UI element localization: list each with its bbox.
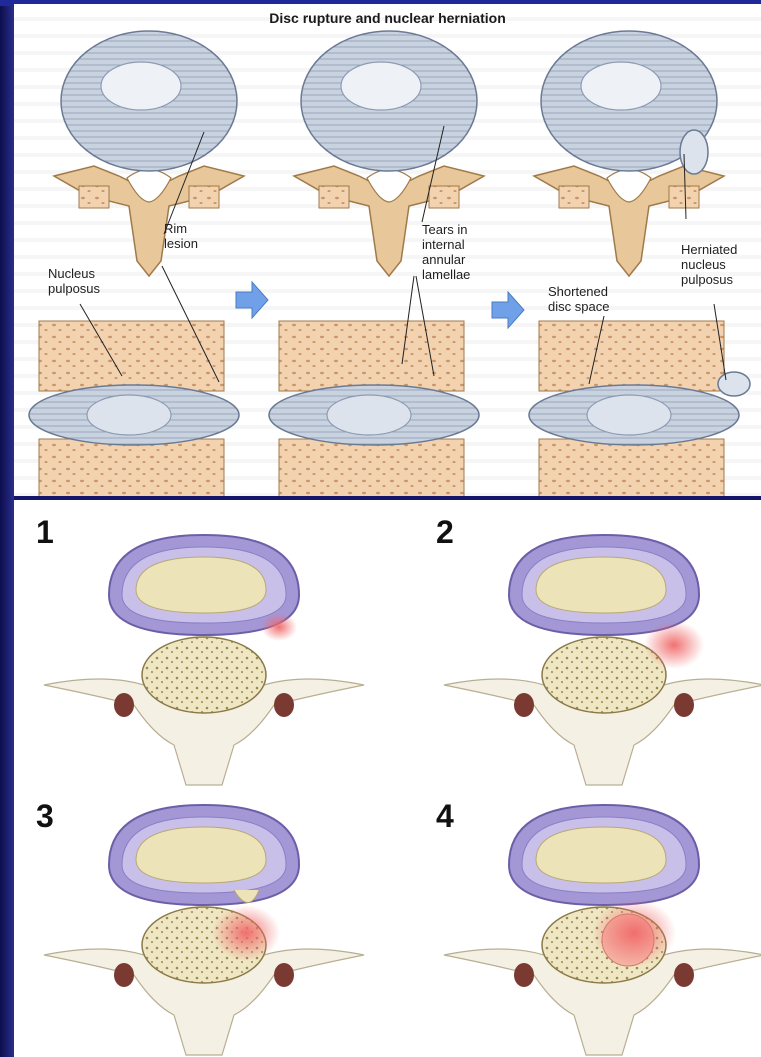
textbook-figure-panel: Disc rupture and nuclear herniation Rim … bbox=[14, 4, 761, 496]
vertebra-healthy-top bbox=[53, 30, 245, 277]
herniation-stages-panel: 1 2 3 4 bbox=[14, 500, 761, 1057]
stage-number-2: 2 bbox=[436, 514, 454, 550]
herniation-bulge-top bbox=[679, 129, 709, 175]
label-leader-lines bbox=[79, 125, 727, 385]
disc-tears-side bbox=[268, 320, 480, 496]
progression-arrow-2 bbox=[491, 291, 525, 329]
label-herniated-nucleus-pulposus: Herniated nucleus pulposus bbox=[681, 242, 738, 287]
stage-number-3: 3 bbox=[36, 798, 54, 834]
label-tears-annular-lamellae: Tears in internal annular lamellae bbox=[422, 222, 471, 282]
disc-rupture-illustration bbox=[28, 30, 751, 496]
label-rim-lesion: Rim lesion bbox=[164, 221, 198, 251]
stage-3-illustration bbox=[43, 804, 365, 1056]
progression-arrow-1 bbox=[235, 281, 269, 319]
slide-frame-top bbox=[0, 0, 761, 6]
stage-2-illustration bbox=[443, 534, 761, 786]
label-nucleus-pulposus: Nucleus pulposus bbox=[48, 266, 101, 296]
disc-shortened-side bbox=[528, 320, 740, 496]
disc-healthy-side bbox=[28, 320, 240, 496]
stage-4-illustration bbox=[443, 804, 761, 1056]
label-shortened-disc-space: Shortened disc space bbox=[548, 284, 610, 314]
herniation-bulge-side bbox=[717, 371, 751, 397]
slide-frame-left bbox=[0, 0, 14, 1057]
stage-number-1: 1 bbox=[36, 514, 54, 550]
stage-number-4: 4 bbox=[436, 798, 454, 834]
figure-title: Disc rupture and nuclear herniation bbox=[269, 10, 506, 26]
stage-1-illustration bbox=[43, 534, 365, 786]
herniation-stages-illustration bbox=[43, 534, 761, 1056]
